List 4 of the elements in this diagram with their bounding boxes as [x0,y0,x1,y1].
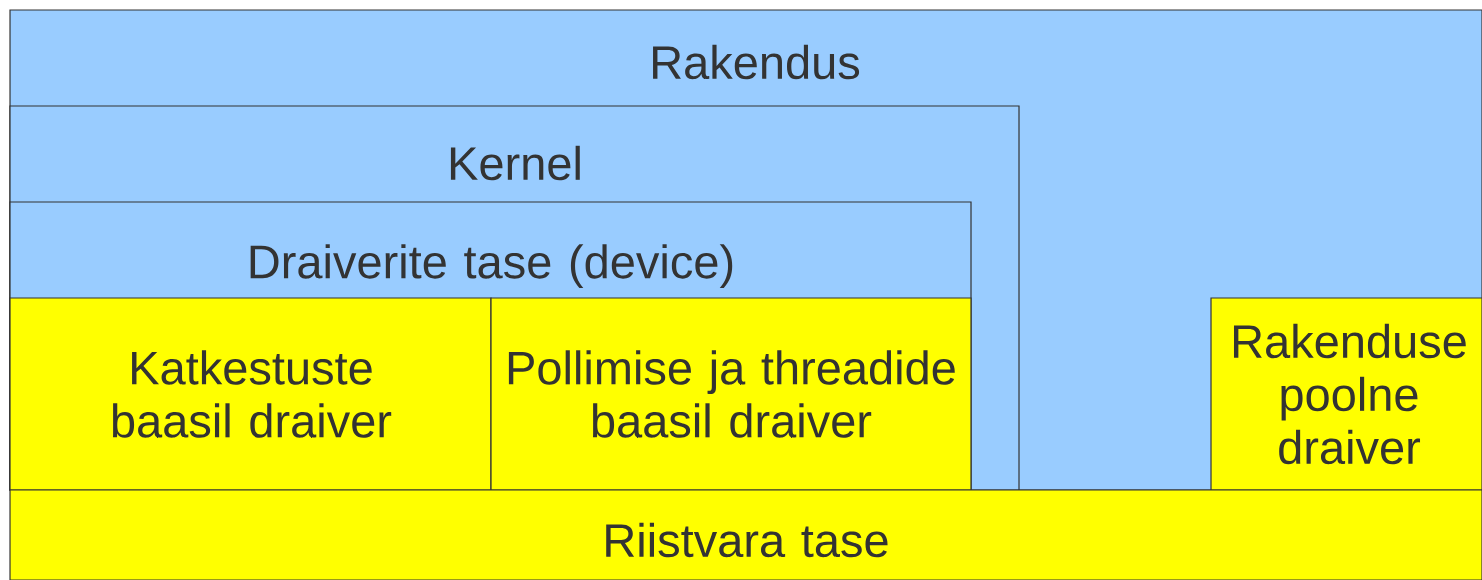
driver-box: Katkestuste baasil draiver [9,297,492,491]
driver-box: Pollimise ja threadide baasil draiver [490,297,972,491]
driver-box: Rakenduse poolne draiver [1210,297,1482,491]
node-label: Rakenduse poolne draiver [1233,323,1466,465]
